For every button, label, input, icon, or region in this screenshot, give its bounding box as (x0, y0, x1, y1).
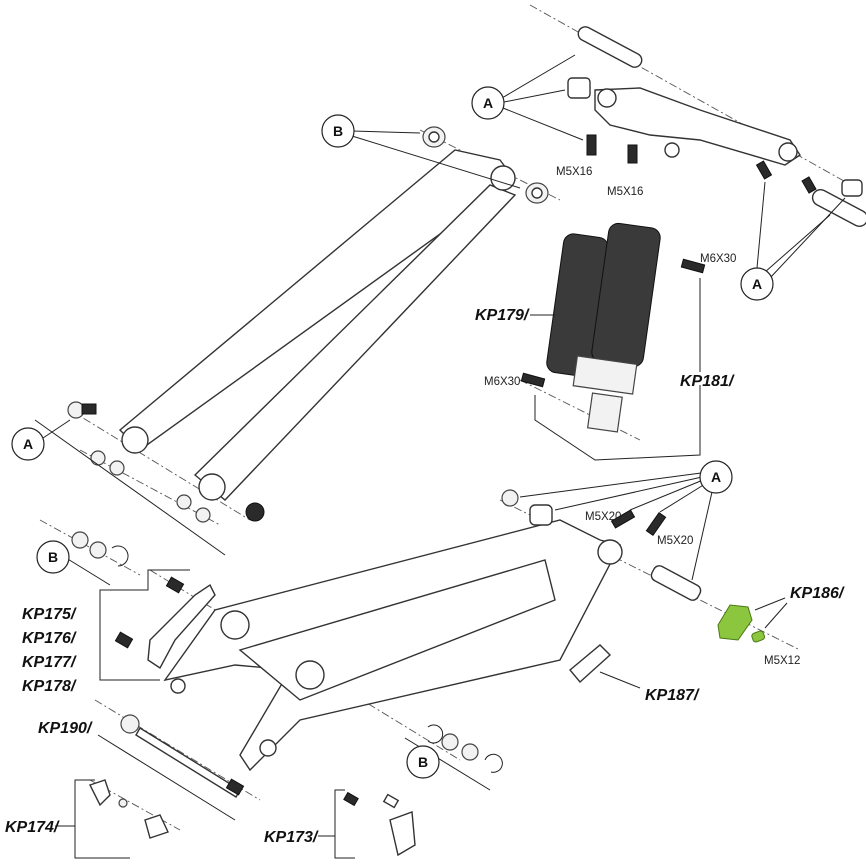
bolt-label-m5x16: M5X16 (607, 186, 643, 198)
bolt-label-m5x16: M5X16 (556, 166, 592, 178)
part-number-kp173: KP173/ (264, 829, 319, 846)
rear-shock (520, 222, 706, 433)
part-number-kp181: KP181/ (680, 373, 735, 390)
callout-a-left: A (11, 427, 45, 461)
part-number-kp186: KP186/ (790, 585, 845, 602)
svg-text:A: A (711, 469, 721, 485)
part-number-kp190: KP190/ (38, 720, 93, 737)
kp186-highlighted-part (717, 604, 753, 641)
part-number-kp178: KP178/ (22, 678, 77, 695)
part-number-kp175: KP175/ (22, 606, 77, 623)
callout-a-lower: A (699, 460, 733, 494)
callout-a-top: A (471, 86, 505, 120)
bolt-label-m5x20: M5X20 (657, 535, 693, 547)
left-side-hardware (71, 531, 245, 839)
lower-pivot-hardware (501, 489, 766, 643)
callout-b-bottom: B (406, 745, 440, 779)
bolt-label-m6x30: M6X30 (700, 253, 736, 265)
bolt-label-m5x12: M5X12 (764, 655, 800, 667)
main-frame (163, 519, 623, 772)
part-number-kp176: KP176/ (22, 630, 77, 647)
svg-text:B: B (418, 754, 428, 770)
svg-text:B: B (48, 549, 58, 565)
svg-text:A: A (752, 276, 762, 292)
svg-text:B: B (333, 123, 343, 139)
part-number-kp174: KP174/ (5, 819, 60, 836)
svg-text:A: A (483, 95, 493, 111)
seat-stays (118, 149, 517, 501)
svg-text:A: A (23, 436, 33, 452)
part-number-kp179: KP179/ (475, 307, 530, 324)
bolt-label-m5x20: M5X20 (585, 511, 621, 523)
bottom-hardware (343, 724, 503, 857)
callout-b-top: B (321, 114, 355, 148)
rocker-link (567, 26, 866, 228)
part-number-kp187: KP187/ (645, 687, 700, 704)
callout-a-right: A (740, 267, 774, 301)
part-number-kp177: KP177/ (22, 654, 77, 671)
bearings-b-top (422, 126, 549, 204)
bolt-label-m6x30: M6X30 (484, 376, 520, 388)
leader-lines (34, 54, 846, 859)
dropout-hardware-left (67, 401, 265, 523)
callout-b-left: B (36, 540, 70, 574)
